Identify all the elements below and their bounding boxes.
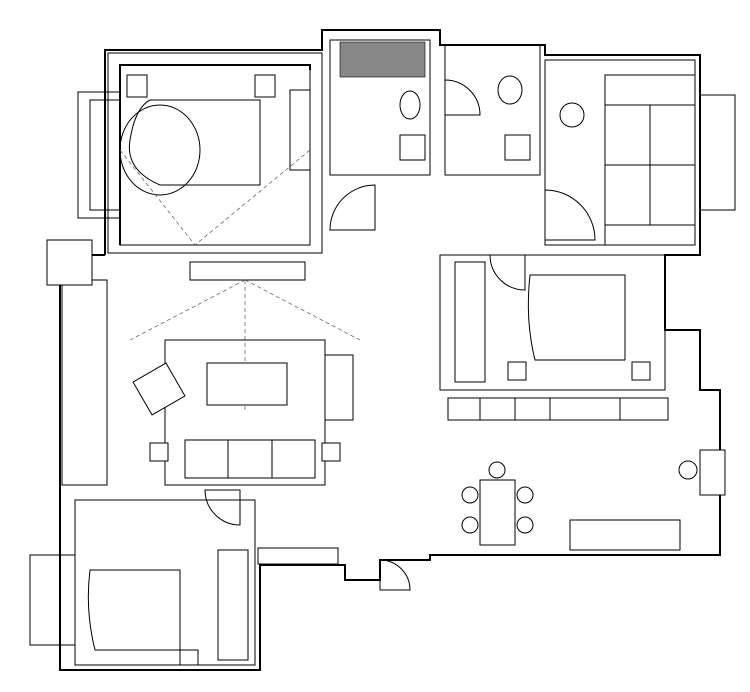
door-swing	[489, 254, 526, 291]
entry-door-swing	[379, 559, 411, 591]
kitchen-counter	[569, 519, 681, 551]
toilet-icon	[399, 90, 421, 120]
tv-cabinet	[189, 261, 306, 281]
door-swing	[329, 184, 376, 231]
master-bedroom	[77, 64, 311, 246]
bed	[128, 99, 261, 186]
door-swing	[444, 79, 481, 116]
wardrobe	[217, 549, 249, 661]
dining-table	[479, 479, 516, 546]
door-swing	[544, 189, 596, 241]
toilet-icon	[497, 75, 523, 105]
person	[678, 460, 698, 480]
cabinets	[447, 397, 681, 551]
study-room	[544, 59, 736, 246]
dining-area	[461, 449, 726, 546]
balcony	[61, 279, 108, 486]
shower-tiles	[339, 41, 426, 78]
wardrobe	[454, 261, 486, 383]
bed	[527, 274, 626, 361]
side-sofa	[324, 354, 354, 421]
bay-window	[29, 554, 76, 646]
door-swing	[204, 489, 241, 526]
armchair	[132, 362, 186, 416]
wardrobe	[289, 89, 311, 171]
living-room	[46, 239, 361, 486]
bed	[87, 569, 181, 651]
nightstand	[254, 74, 276, 98]
shelf	[257, 547, 339, 565]
bedroom-2	[439, 254, 666, 391]
nightstand	[507, 361, 527, 381]
nightstand	[126, 74, 148, 98]
chair	[559, 102, 585, 128]
bay-window	[699, 94, 736, 211]
nightstand	[631, 361, 651, 381]
sink-icon	[699, 449, 726, 496]
bathroom-1	[329, 39, 431, 231]
sink-icon	[399, 134, 426, 161]
sink-icon	[504, 134, 531, 161]
bathroom-2	[444, 44, 541, 176]
bedroom-3	[29, 489, 411, 666]
sofa	[184, 439, 316, 479]
coffee-table	[206, 362, 288, 406]
